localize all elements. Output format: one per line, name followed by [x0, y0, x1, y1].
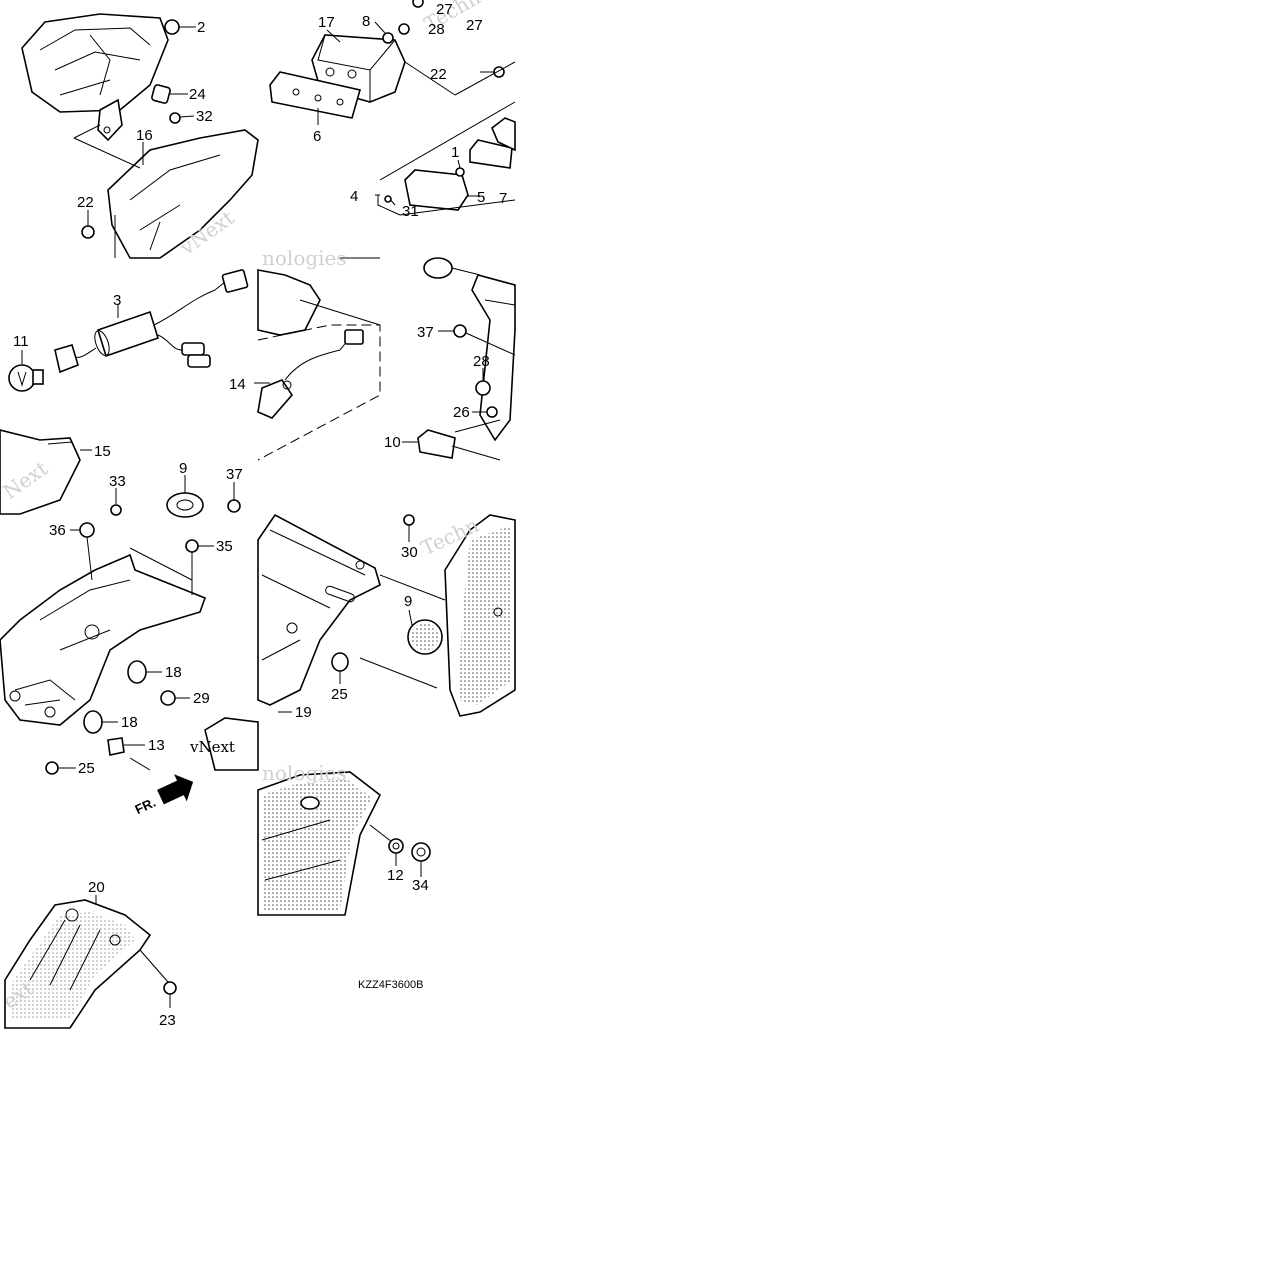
callout-3: 3 [113, 292, 121, 309]
grommet-9-a[interactable] [166, 492, 204, 518]
bulb-1[interactable] [455, 167, 465, 177]
cover-15[interactable] [0, 429, 81, 515]
lens-5[interactable] [404, 169, 469, 211]
nut-26-b[interactable] [486, 406, 498, 418]
tail-light-lens[interactable] [21, 13, 169, 113]
bracket[interactable] [471, 274, 516, 442]
reflector-7[interactable] [469, 139, 513, 169]
plate-bracket-group: Techn [257, 513, 516, 717]
license-bracket-group [402, 257, 516, 461]
callout-1: 1 [451, 144, 459, 161]
bolt-29[interactable] [160, 690, 176, 706]
collar-13[interactable] [107, 737, 125, 756]
nut-25-a[interactable] [45, 761, 59, 775]
callout-19: 19 [295, 704, 312, 721]
callout-25-a: 25 [78, 760, 95, 777]
callout-36: 36 [49, 522, 66, 539]
frame-bracket[interactable] [0, 553, 207, 726]
watermark-5: vNext [189, 738, 235, 756]
callout-14: 14 [229, 376, 246, 393]
watermark-4: nologies [262, 246, 347, 270]
nut-12[interactable] [388, 838, 404, 854]
license-harness-group: nologies [254, 246, 381, 461]
callout-9-b: 9 [404, 593, 412, 610]
callout-30: 30 [401, 544, 418, 561]
callout-26-a: 28 [428, 21, 445, 38]
callout-22-b: 22 [430, 66, 447, 83]
nut-8[interactable] [382, 32, 394, 44]
undercover-group: FR. ext [0, 774, 194, 1029]
watermark-8: nologies [262, 761, 347, 785]
screw-31[interactable] [384, 195, 392, 203]
screw-32[interactable] [169, 112, 181, 124]
callout-25-b: 25 [331, 686, 348, 703]
socket[interactable] [54, 344, 79, 374]
callout-7: 7 [499, 190, 507, 207]
gasket-6[interactable] [269, 71, 362, 119]
callout-34: 34 [412, 877, 429, 894]
callout-33: 33 [109, 473, 126, 490]
bolt-23[interactable] [163, 981, 177, 995]
socket-14[interactable] [257, 379, 294, 419]
callout-8: 8 [362, 13, 370, 30]
callout-6: 6 [313, 128, 321, 145]
callout-20: 20 [88, 879, 105, 896]
bolt-35[interactable] [185, 539, 199, 553]
nut-33[interactable] [110, 504, 122, 516]
callout-18-a: 18 [165, 664, 182, 681]
nut-25-b[interactable] [331, 652, 349, 672]
rubber-18-a[interactable] [127, 660, 147, 684]
callout-28: 28 [473, 353, 490, 370]
bolt-22-a[interactable] [81, 225, 95, 239]
nut-30[interactable] [403, 514, 415, 526]
plate-bracket-19[interactable] [257, 513, 381, 706]
bulb-11[interactable] [8, 364, 36, 392]
harness-3[interactable] [97, 310, 159, 358]
callout-37-b: 37 [417, 324, 434, 341]
license-light-group: Techno [269, 0, 516, 216]
callout-9-a: 9 [179, 460, 187, 477]
callout-16: 16 [136, 127, 153, 144]
grommet-24[interactable] [151, 84, 171, 104]
callout-13: 13 [148, 737, 165, 754]
rear-frame-group: vNext [0, 522, 259, 775]
callout-24: 24 [189, 86, 206, 103]
callout-4: 4 [350, 188, 358, 205]
callout-29: 29 [193, 690, 210, 707]
rubber-18-b[interactable] [83, 710, 103, 734]
callout-17: 17 [318, 14, 335, 31]
callout-27-b: 27 [466, 17, 483, 34]
tail-light-group: vNext [21, 13, 259, 260]
turn-signal-group: Next [0, 269, 249, 518]
front-arrow-icon: FR. [133, 774, 194, 817]
callout-31: 31 [402, 203, 419, 220]
bolt-36[interactable] [79, 522, 95, 538]
reflector-10[interactable] [417, 429, 456, 459]
callout-27-a: 27 [436, 1, 453, 18]
callout-37-a: 37 [226, 466, 243, 483]
front-label: FR. [133, 795, 158, 817]
bolt-37-b[interactable] [453, 324, 467, 338]
fender-mount-group: nologies [257, 761, 431, 916]
callout-35: 35 [216, 538, 233, 555]
nut-26-a[interactable] [398, 23, 410, 35]
callout-32: 32 [196, 108, 213, 125]
callout-18-b: 18 [121, 714, 138, 731]
washer-34[interactable] [411, 842, 431, 862]
callout-26-b: 26 [453, 404, 470, 421]
screw-2[interactable] [164, 19, 180, 35]
bolt-37-a[interactable] [227, 499, 241, 513]
callout-10: 10 [384, 434, 401, 451]
callout-2: 2 [197, 19, 205, 36]
callout-22-a: 22 [77, 194, 94, 211]
callout-23: 23 [159, 1012, 176, 1029]
callout-12: 12 [387, 867, 404, 884]
grommet-28[interactable] [475, 380, 491, 396]
callout-15: 15 [94, 443, 111, 460]
part-code: KZZ4F3600B [358, 979, 423, 991]
callout-11: 11 [13, 333, 29, 350]
callout-5: 5 [477, 189, 485, 206]
